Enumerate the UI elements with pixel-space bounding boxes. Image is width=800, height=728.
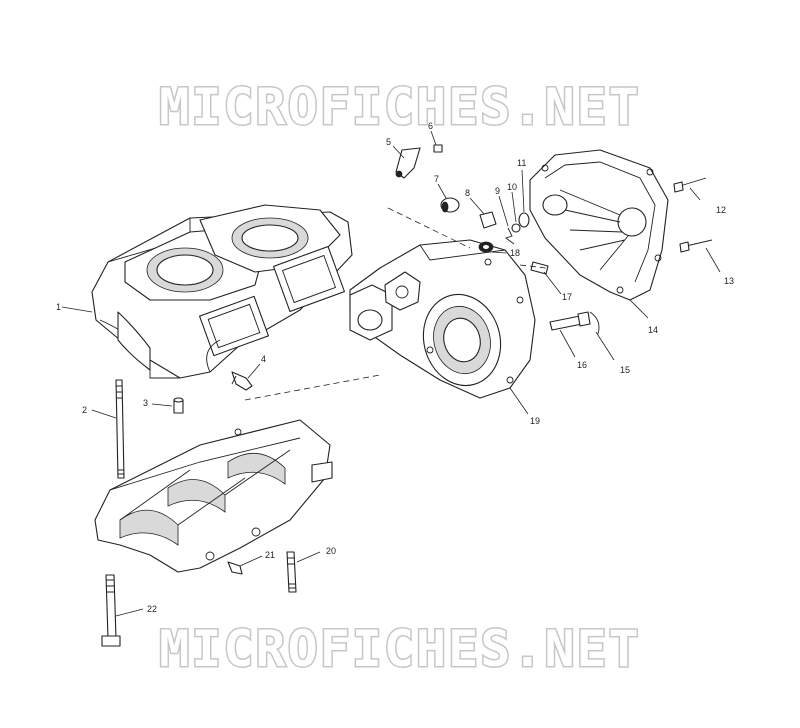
lower-crankcase-drawing [94,419,333,573]
callout-12: 12 [716,205,726,215]
spring-9-drawing [505,227,515,245]
callout-1: 1 [56,302,61,312]
housing-cover-drawing [529,149,669,301]
fitting-5-drawing [395,147,421,179]
callout-5: 5 [386,137,391,147]
bolt-12-drawing [673,177,707,193]
bolt-21-drawing [227,561,243,575]
callout-13: 13 [724,276,734,286]
callout-2: 2 [82,405,87,415]
bolt-4-drawing [231,371,253,391]
callout-21: 21 [265,550,275,560]
oring-11-drawing [518,212,530,228]
callout-7: 7 [434,174,439,184]
watermark-bottom: MICROFICHES.NET [158,619,641,680]
callout-3: 3 [143,398,148,408]
stud-20-drawing [286,551,297,593]
screw-6-drawing [433,144,443,153]
callout-6: 6 [428,121,433,131]
gasket-15-drawing [589,311,600,335]
callout-10: 10 [507,182,517,192]
callout-14: 14 [648,325,658,335]
callout-9: 9 [495,186,500,196]
callout-18: 18 [510,248,520,258]
bushing-7-drawing [440,197,460,213]
callout-15: 15 [620,365,630,375]
watermark-top: MICROFICHES.NET [158,77,641,138]
callout-22: 22 [147,604,157,614]
upper-crankcase-drawing [91,204,353,379]
callout-20: 20 [326,546,336,556]
stud-2-drawing [115,379,125,479]
ball-10-drawing [511,223,521,233]
bolt-16-drawing [549,311,591,331]
callout-16: 16 [577,360,587,370]
callout-8: 8 [465,188,470,198]
bolt-22-drawing [101,574,121,647]
callout-4: 4 [261,354,266,364]
dowel-3-drawing [173,397,184,414]
callout-17: 17 [562,292,572,302]
callout-19: 19 [530,416,540,426]
bolt-13-drawing [679,239,713,253]
plug-8-drawing [479,211,497,229]
oil-pump-housing-drawing [349,239,536,399]
callout-11: 11 [517,158,526,168]
washer-18-drawing [478,241,494,253]
